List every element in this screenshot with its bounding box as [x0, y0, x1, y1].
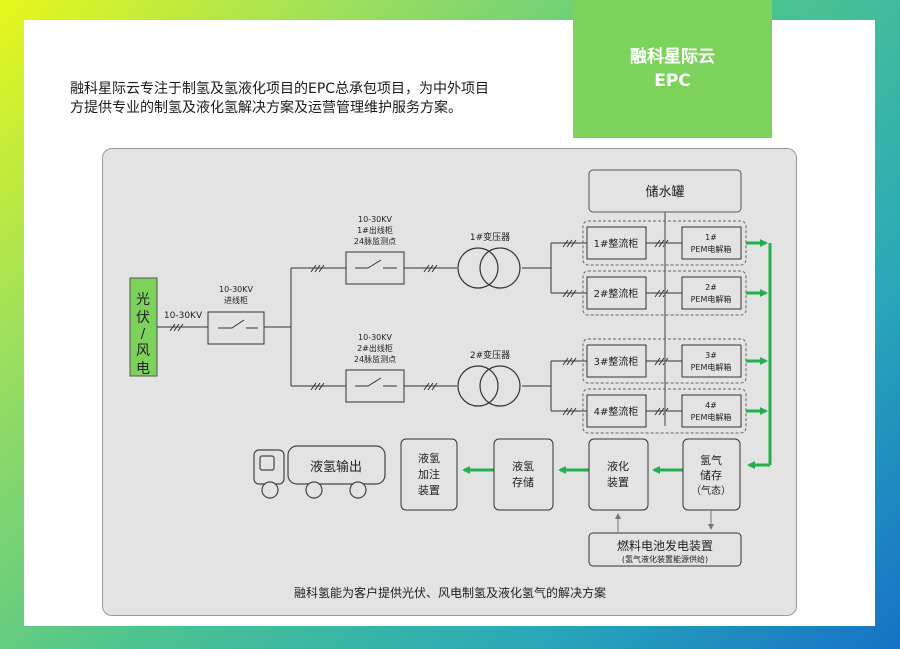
rectifier-4: 4#整流柜: [594, 405, 639, 418]
lh2-fueling-line3: 装置: [418, 484, 440, 497]
source-char-5: 电: [136, 361, 150, 377]
outgoing-1-monitor: 24脉监测点: [354, 236, 396, 246]
truck-icon: [253, 445, 386, 499]
water-tank-label: 储水罐: [645, 185, 684, 200]
electrolyzer-2-name: PEM电解箱: [691, 294, 732, 304]
outgoing-1-voltage: 10-30KV: [358, 215, 392, 224]
lh2-fueling-line2: 加注: [418, 467, 440, 481]
diagram-caption: 融科氢能为客户提供光伏、风电制氢及液化氢气的解决方案: [294, 585, 606, 600]
electrolyzer-1-num: 1#: [705, 233, 717, 242]
electrolyzer-3-num: 3#: [705, 351, 717, 360]
lh2-fueling-line1: 液氢: [418, 451, 440, 465]
feed-lines: [157, 242, 682, 412]
fuel-cell-note: (氢气液化装置能源供给): [622, 554, 708, 564]
incoming-cabinet-voltage: 10-30KV: [219, 285, 253, 294]
hydrogen-flow-lines: [462, 239, 772, 474]
outgoing-1-name: 1#出线柜: [357, 225, 393, 235]
h2-storage-line2: 储存: [700, 468, 722, 482]
electrolyzer-3-name: PEM电解箱: [691, 362, 732, 372]
transformer-2-label: 2#变压器: [470, 349, 510, 361]
source-char-1: 光: [136, 292, 150, 308]
input-voltage-label: 10-30KV: [164, 311, 203, 321]
electrolyzer-2-num: 2#: [705, 283, 717, 292]
intro-text: 融科星际云专注于制氢及氢液化项目的EPC总承包项目，为中外项目 方提供专业的制氢…: [70, 80, 540, 118]
liquefaction-line2: 装置: [607, 476, 629, 489]
lh2-storage-line1: 液氢: [512, 459, 534, 473]
output-truck-label: 液氢输出: [310, 459, 362, 475]
incoming-cabinet-name: 进线柜: [224, 295, 248, 305]
transformer-1-label: 1#变压器: [470, 231, 510, 243]
source-char-4: 风: [136, 343, 150, 359]
source-char-3: /: [141, 327, 146, 342]
transformer-1-icon: [457, 247, 521, 289]
source-char-2: 伏: [136, 310, 150, 326]
h2-storage-line3: （气态）: [691, 484, 731, 497]
tag-company: 融科星际云: [630, 47, 715, 67]
electrolyzer-4-name: PEM电解箱: [691, 412, 732, 422]
multi-phase-marks: [169, 239, 669, 416]
rectifier-boxes: [586, 226, 647, 428]
epc-tag: 融科星际云 EPC: [573, 0, 772, 138]
electrolyzer-boxes: [681, 226, 742, 428]
lh2-storage-line2: 存储: [512, 475, 534, 489]
rectifier-1: 1#整流柜: [594, 237, 639, 250]
intro-line-2: 方提供专业的制氢及液化氢解决方案及运营管理维护服务方案。: [70, 100, 462, 116]
outgoing-2-voltage: 10-30KV: [358, 333, 392, 342]
outgoing-2-monitor: 24脉监测点: [354, 354, 396, 364]
transformer-2-icon: [457, 365, 521, 407]
outgoing-2-name: 2#出线柜: [357, 343, 393, 353]
h2-storage-line1: 氢气: [700, 453, 722, 467]
fuel-cell-links: [615, 510, 714, 533]
liquefaction-line1: 液化: [607, 459, 629, 473]
tag-epc: EPC: [654, 71, 691, 91]
intro-line-1: 融科星际云专注于制氢及氢液化项目的EPC总承包项目，为中外项目: [70, 81, 490, 97]
electrolyzer-1-name: PEM电解箱: [691, 244, 732, 254]
rectifier-2: 2#整流柜: [594, 287, 639, 300]
electrolyzer-4-num: 4#: [705, 401, 717, 410]
fuel-cell-label: 燃料电池发电装置: [617, 538, 713, 553]
source-box: [129, 277, 158, 377]
rectifier-3: 3#整流柜: [594, 355, 639, 368]
process-boxes: [400, 438, 742, 567]
